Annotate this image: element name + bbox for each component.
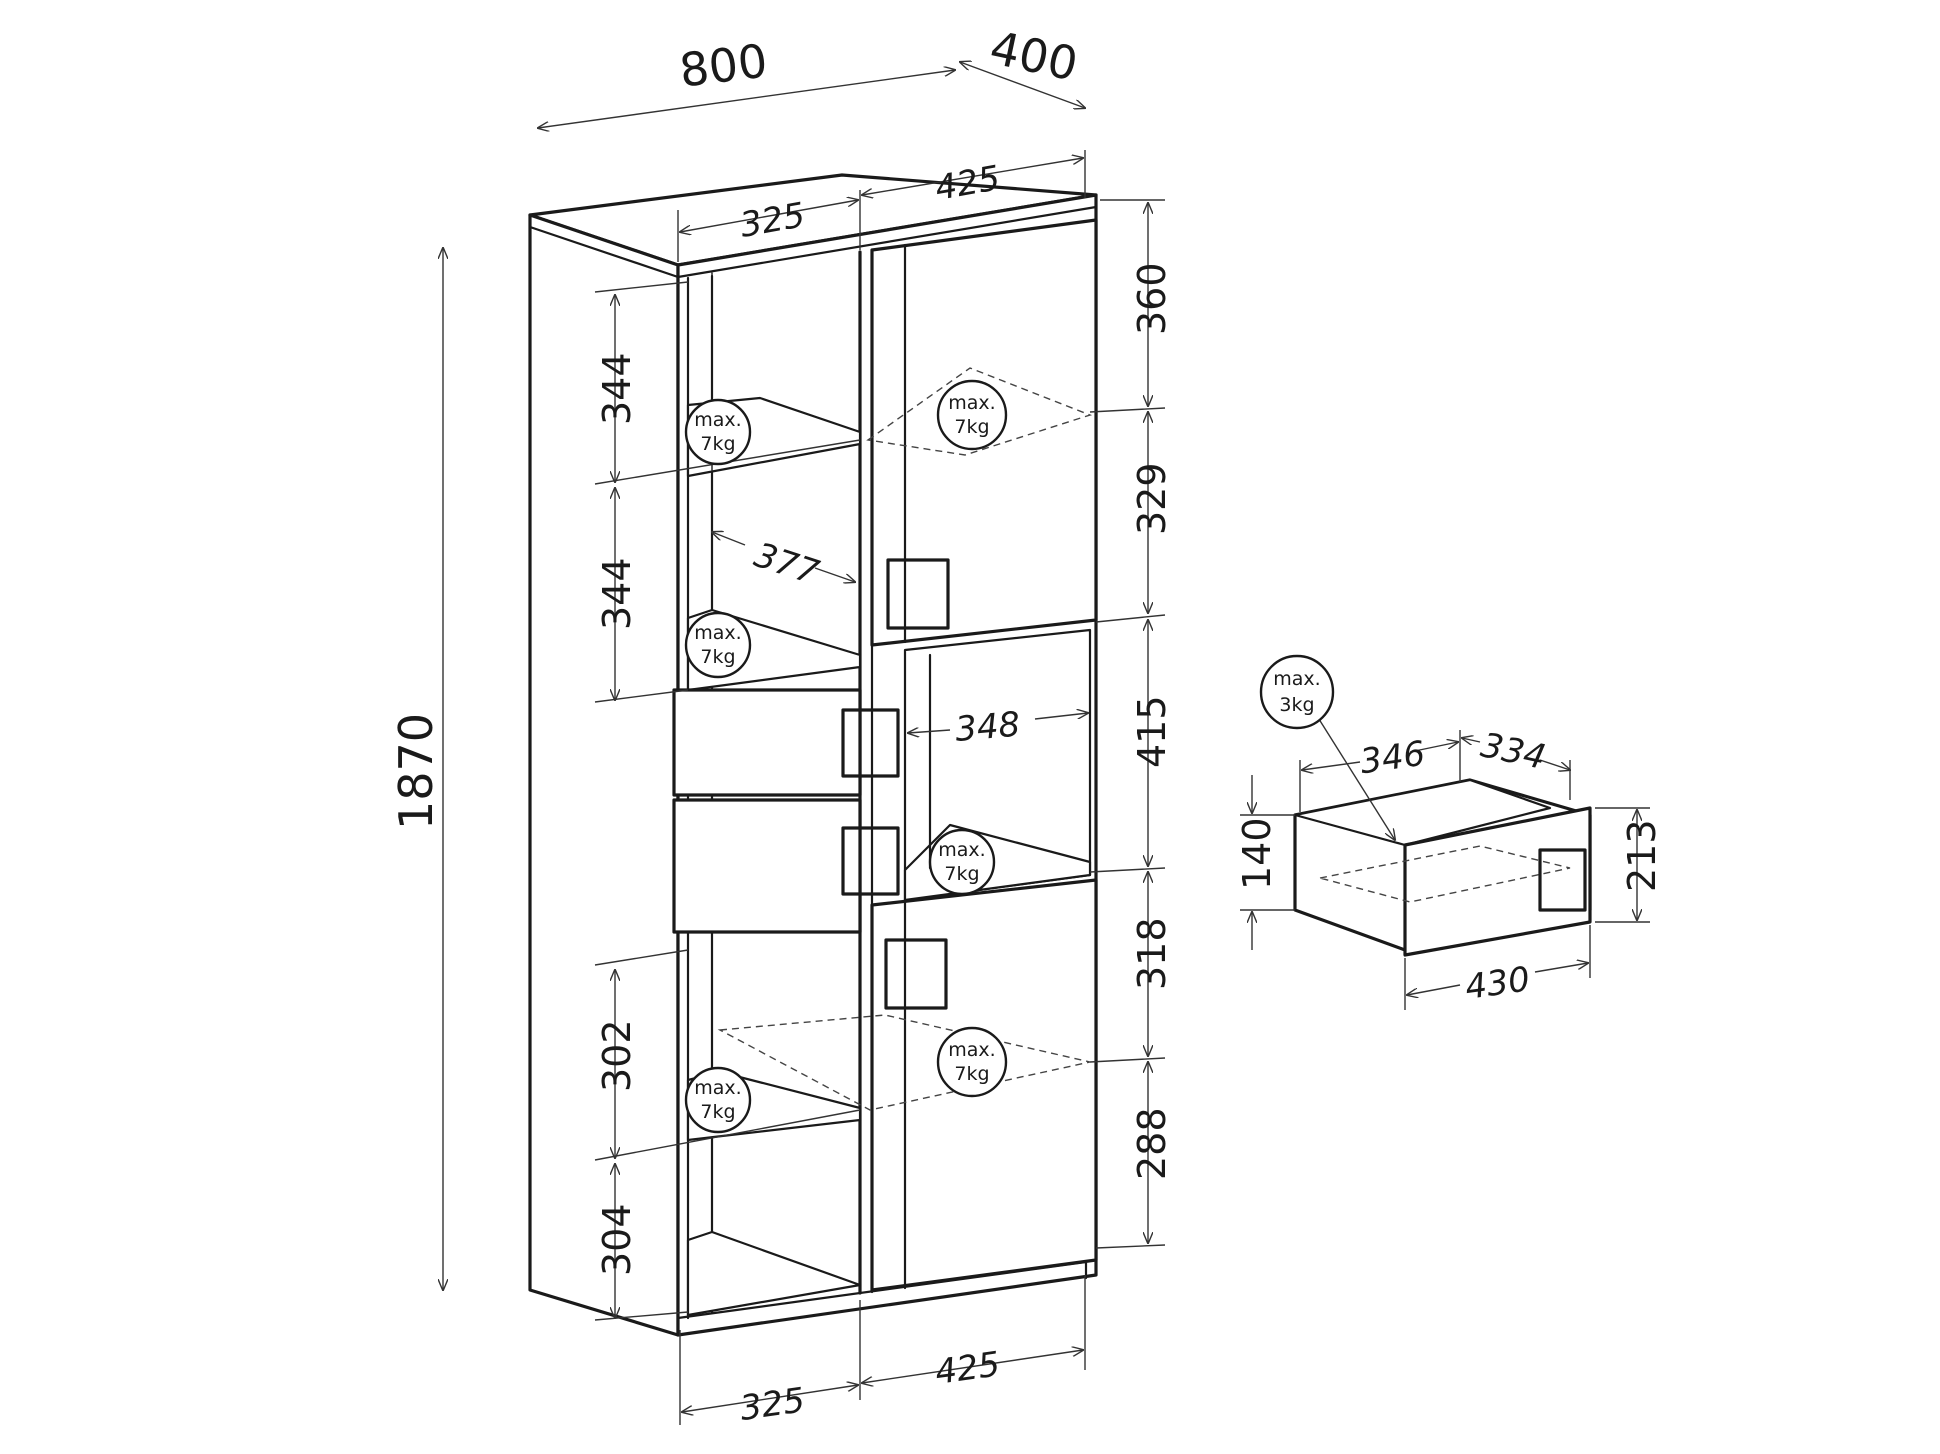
svg-text:7kg: 7kg — [700, 433, 735, 455]
drawer-front-height-label: 213 — [1620, 819, 1664, 892]
svg-text:7kg: 7kg — [944, 863, 979, 885]
drawer-front-width-label: 430 — [1463, 959, 1533, 1008]
drawer-inner-width-label: 346 — [1358, 734, 1428, 783]
load-badges: max. 7kg max. 7kg max. 7kg max. 7kg max.… — [684, 379, 1008, 1134]
svg-text:7kg: 7kg — [954, 1063, 989, 1085]
drawer-inner-height-label: 140 — [1235, 817, 1279, 890]
left-column-heights: 344 344 302 304 — [594, 281, 861, 1321]
inner-dimensions: 377 348 — [712, 532, 1088, 750]
drawer-rim — [1293, 778, 1552, 847]
lower-door-handle[interactable] — [884, 938, 948, 1010]
svg-text:max.: max. — [694, 409, 741, 431]
right-height-5: 288 — [1130, 1107, 1174, 1180]
overall-width-label: 800 — [677, 33, 771, 97]
svg-text:max.: max. — [948, 1039, 995, 1061]
svg-text:7kg: 7kg — [700, 646, 735, 668]
load-badge-drawer: max. 3kg — [1259, 654, 1335, 730]
drawer-handle-upper[interactable] — [841, 708, 900, 778]
load-badge-left-1: max. 7kg — [684, 398, 752, 466]
load-badge-upper-door: max. 7kg — [936, 379, 1008, 451]
drawer-detail: 346 334 140 213 430 max. 3kg — [1235, 654, 1664, 1010]
drawer-front-lower[interactable] — [672, 798, 862, 934]
load-badge-niche: max. 7kg — [928, 828, 996, 896]
drawer-handle[interactable] — [1538, 848, 1587, 912]
drawer-inner-depth-label: 334 — [1477, 725, 1549, 778]
load-badge-lower-door: max. 7kg — [936, 1026, 1008, 1098]
left-height-1: 344 — [595, 352, 639, 425]
svg-text:7kg: 7kg — [700, 1101, 735, 1123]
svg-text:max.: max. — [694, 1077, 741, 1099]
svg-text:3kg: 3kg — [1279, 694, 1314, 716]
right-column-heights: 360 329 415 318 288 — [1089, 199, 1174, 1249]
load-badge-left-2: max. 7kg — [684, 611, 752, 679]
bottom-dimensions: 325 425 — [679, 1275, 1086, 1429]
left-height-3: 302 — [595, 1019, 639, 1092]
svg-text:max.: max. — [938, 839, 985, 861]
right-height-4: 318 — [1130, 917, 1174, 990]
load-badge-left-3: max. 7kg — [684, 1066, 752, 1134]
right-height-3: 415 — [1130, 695, 1174, 768]
svg-text:max.: max. — [948, 392, 995, 414]
left-shelf-bottom — [686, 1230, 862, 1317]
svg-text:7kg: 7kg — [954, 416, 989, 438]
upper-door-hidden-shelf — [866, 367, 1093, 456]
overall-height-label: 1870 — [389, 713, 443, 830]
upper-door-handle[interactable] — [886, 558, 950, 630]
svg-text:max.: max. — [694, 622, 741, 644]
drawer-handle-lower[interactable] — [841, 826, 900, 896]
left-height-2: 344 — [595, 557, 639, 630]
drawer-front[interactable] — [1403, 806, 1592, 957]
drawer-bottom-hidden — [1319, 845, 1571, 903]
width-dimension-line — [538, 70, 955, 128]
niche-width-label: 348 — [954, 704, 1022, 750]
left-height-4: 304 — [595, 1203, 639, 1276]
bottom-right-width-label: 425 — [933, 1344, 1003, 1393]
right-height-1: 360 — [1130, 262, 1174, 335]
bottom-left-width-label: 325 — [738, 1380, 808, 1429]
depth-dimension-line — [960, 62, 1085, 108]
svg-text:max.: max. — [1273, 668, 1320, 690]
right-height-2: 329 — [1130, 462, 1174, 535]
overall-depth-label: 400 — [985, 20, 1082, 91]
drawer-front-upper[interactable] — [672, 688, 862, 797]
top-dimensions: 325 425 — [677, 150, 1086, 262]
